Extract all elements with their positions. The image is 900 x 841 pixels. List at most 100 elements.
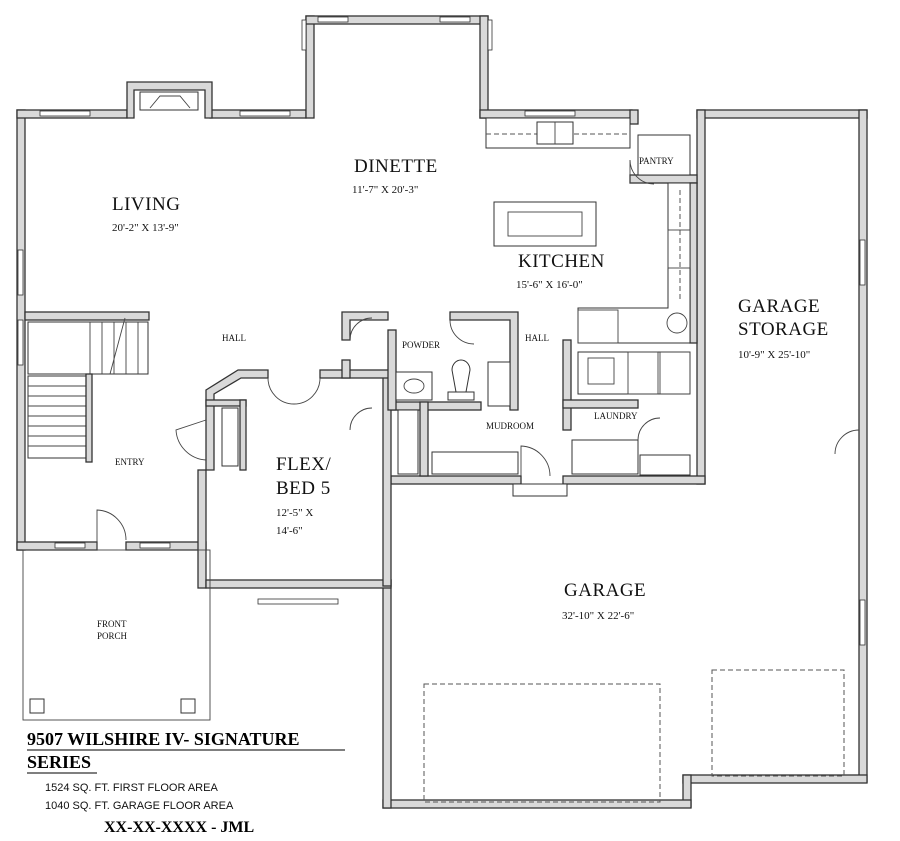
wall-powder-top-left [341,311,389,341]
wall-powder-inner [387,329,397,411]
flex-closet-shelf [221,407,239,467]
dryer [659,351,691,395]
mudroom-closet-door [349,407,373,431]
label-hall-left: HALL [222,333,246,343]
wall-garage-right [858,109,868,783]
window [317,16,349,23]
front-door [96,509,127,550]
powder-vanity [395,371,433,401]
fireplace-wall [126,81,213,119]
window [859,599,866,646]
plan-title-line1: 9507 WILSHIRE IV- SIGNATURE [27,729,300,749]
wall-kitchen-right [689,182,698,344]
room-name-garage-storage-1: GARAGE [738,296,820,317]
wall-flex-top-right [319,369,392,379]
wall-garage-left [382,579,392,809]
room-name-dinette: DINETTE [354,156,438,177]
room-dims-living: 20'-2" X 13'-9" [112,222,179,234]
porch-post [29,698,45,714]
powder-door [349,317,373,341]
window [239,110,291,117]
washer [627,351,659,395]
room-name-flex-1: FLEX/ [276,454,332,475]
wall-flex-closet-right [239,399,247,471]
room-name-living: LIVING [112,194,180,215]
doors [96,159,860,550]
label-pantry: PANTRY [639,156,674,166]
garage-step [512,483,568,497]
pantry-door [629,159,655,185]
powder-sink [403,378,425,394]
fireplace-box [149,95,191,109]
room-name-garage: GARAGE [564,580,646,601]
wall-flex-top-left [205,369,269,471]
stair-rail [85,373,93,463]
mudroom-locker [431,451,519,475]
room-dims-kitchen: 15'-6" X 16'-0" [516,279,583,291]
wall-powder-bottom [390,401,482,411]
wall-mudroom-closet [419,401,429,477]
plan-title-line2: SERIES [27,752,91,772]
garage-door-single [711,669,845,777]
room-name-flex-2: BED 5 [276,478,331,499]
wall-flex-bottom [205,579,392,589]
kitchen-island [493,201,597,247]
room-dims-garage-storage: 10'-9" X 25'-10" [738,349,810,361]
corner-cabinet [666,312,688,334]
pantry-shelves [637,134,691,176]
room-dims-flex-1: 12'-5" X [276,507,313,519]
garage-door-double [423,683,661,803]
flex-double-door [267,377,321,405]
stair-treads-lower [28,385,90,447]
wall-laundry-bottom [562,475,706,485]
window [439,16,471,23]
wall-powder-left [341,359,351,379]
hall-closet-shelf [397,409,419,475]
porch-post [180,698,196,714]
label-laundry: LAUNDRY [594,411,638,421]
windows [17,16,866,646]
first-floor-area: 1524 SQ. FT. FIRST FLOOR AREA [45,782,218,794]
stair-treads [89,322,139,374]
powder-door-2 [449,319,475,345]
stair-lower [27,375,91,459]
exterior-walls [16,15,868,809]
garage-side-door [834,429,860,455]
toilet [447,359,475,401]
wall-laundry-left [562,339,572,431]
room-dims-flex-2: 14'-6" [276,525,303,537]
label-entry: ENTRY [115,457,145,467]
window [487,19,493,51]
stair-upper [27,321,149,375]
laundry-door [637,417,661,441]
front-porch-outline [22,549,211,721]
wall-garage-top [696,109,868,119]
room-labels: LIVING 20'-2" X 13'-9" DINETTE 11'-7" X … [97,156,828,641]
window [139,542,171,549]
laundry-sink [587,357,615,385]
wall-dinette-bay-right [479,15,489,119]
room-dims-dinette: 11'-7" X 20'-3" [352,184,418,196]
garage-floor-area: 1040 SQ. FT. GARAGE FLOOR AREA [45,800,234,812]
room-name-kitchen: KITCHEN [518,251,605,272]
range [667,229,691,269]
wall-garage-bottom [382,799,692,809]
window [524,110,576,117]
label-powder: POWDER [402,340,440,350]
wall-storage-left [696,109,706,485]
mudroom-bench [571,439,639,475]
interior-walls [24,109,706,587]
wall-flex-left-outer [197,469,207,589]
label-mudroom: MUDROOM [486,421,534,431]
mudroom-garage-door [520,445,551,477]
laundry-counter [577,351,691,395]
wall-pantry-top [629,109,639,125]
wall-mudroom-bottom [390,475,522,485]
wall-stair-top [24,311,150,321]
hall-closet [487,361,511,407]
fixtures [22,91,845,803]
laundry-cabinet [639,454,691,476]
room-dims-garage: 32'-10" X 22'-6" [562,610,634,622]
label-hall-right: HALL [525,333,549,343]
